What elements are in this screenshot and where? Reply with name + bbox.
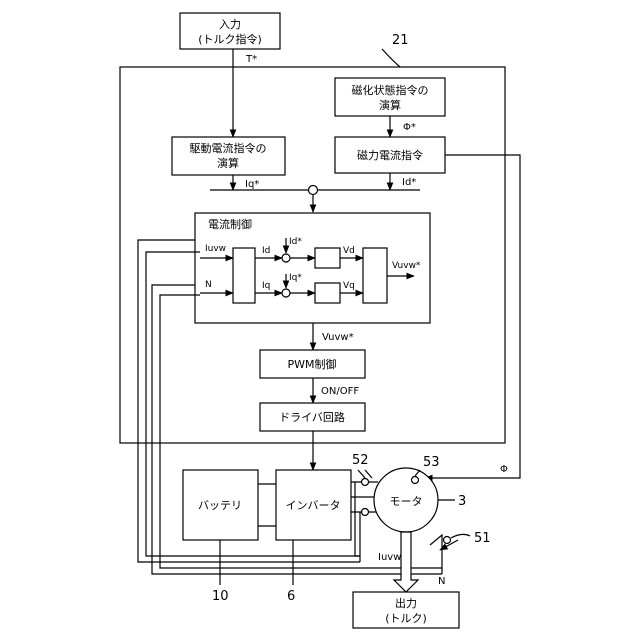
motor-label: モータ (390, 495, 423, 508)
label-vuvw-star: Vuvw* (322, 332, 354, 343)
id-comparator (282, 254, 290, 262)
inverter-label: インバータ (286, 499, 341, 512)
leader-51 (451, 534, 470, 538)
leader-52a (358, 470, 365, 478)
iq-comparator (282, 289, 290, 297)
battery-label: バッテリ (198, 499, 242, 512)
label-id-star: Id* (402, 177, 416, 188)
label-phi: Φ (500, 464, 508, 475)
label-t-star: T* (245, 54, 257, 65)
ref-51: 51 (474, 531, 491, 546)
label-iq: Iq (262, 281, 270, 291)
speed-sensor (444, 537, 451, 544)
input-label: 入力 (219, 18, 241, 31)
label-phi-star: Φ* (403, 122, 416, 133)
ref-52: 52 (352, 453, 369, 468)
pwm-control-label: PWM制御 (287, 357, 336, 371)
current-sensor-w (362, 509, 369, 516)
label-vuvw-inner: Vuvw* (392, 261, 421, 271)
ref-6: 6 (287, 589, 295, 604)
coordinate-transform-block (233, 248, 255, 303)
label-iq-star-inner: Iq* (289, 273, 302, 283)
leader-21 (382, 49, 400, 67)
bus-junction (309, 186, 318, 195)
label-vd: Vd (343, 246, 355, 256)
ref-53: 53 (423, 455, 440, 470)
magnetic-sensor (412, 477, 419, 484)
label-id: Id (262, 246, 270, 256)
label-n-bottom: N (438, 576, 445, 587)
magnetic-current-cmd-label: 磁力電流指令 (357, 148, 423, 162)
phi-line (425, 155, 520, 478)
q-axis-controller (315, 283, 340, 303)
d-axis-controller (315, 248, 340, 268)
leader-52b (365, 470, 372, 478)
label-iq-star: Iq* (245, 179, 259, 190)
drive-current-calc-sublabel: 演算 (217, 156, 239, 170)
output-sublabel: (トルク) (385, 612, 427, 625)
label-iuvw: Iuvw (205, 244, 226, 254)
output-label: 出力 (395, 596, 417, 610)
label-vq: Vq (343, 281, 355, 291)
label-n: N (205, 280, 212, 290)
magnetization-calc-label: 磁化状態指令の (352, 83, 429, 97)
current-control-label: 電流制御 (208, 217, 252, 231)
input-sublabel: (トルク指令) (198, 32, 262, 46)
ref-3: 3 (458, 494, 466, 509)
current-sensor-u (362, 479, 369, 486)
sensor-lead-2 (355, 482, 360, 556)
label-id-star-inner: Id* (289, 237, 302, 247)
drive-current-calc-label: 駆動電流指令の (190, 141, 267, 155)
magnetization-calc-sublabel: 演算 (379, 98, 401, 112)
label-iuvw-bottom: Iuvw (378, 552, 401, 563)
label-on-off: ON/OFF (321, 386, 359, 397)
driver-circuit-label: ドライバ回路 (279, 411, 345, 424)
ref-21: 21 (392, 33, 409, 48)
ref-10: 10 (212, 589, 229, 604)
inverse-transform-block (363, 248, 387, 303)
